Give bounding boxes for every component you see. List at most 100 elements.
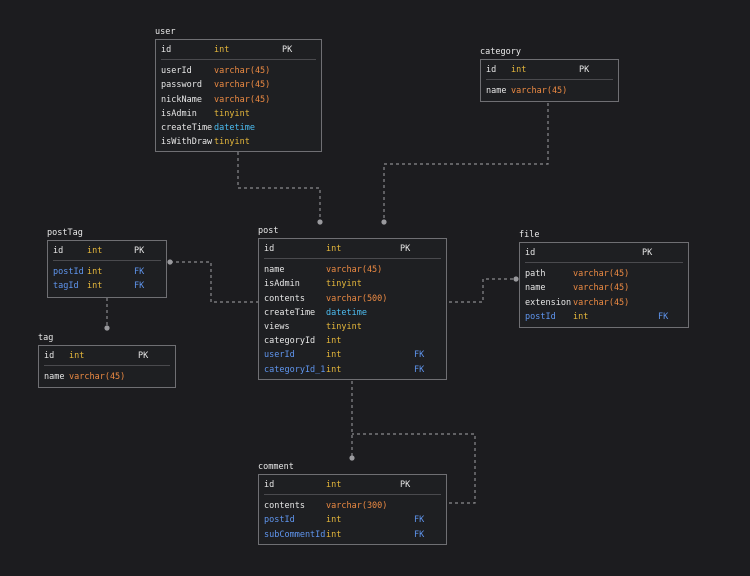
column-row[interactable]: path varchar(45)	[520, 267, 688, 281]
column-row[interactable]: name varchar(45)	[481, 84, 618, 98]
primary-key-divider	[53, 260, 161, 262]
primary-key-divider	[264, 494, 441, 496]
primary-key-badge: PK	[400, 244, 411, 254]
column-type: int	[87, 246, 103, 256]
table-title: comment	[258, 462, 294, 472]
column-name: extension	[525, 297, 572, 308]
foreign-key-badge: FK	[414, 515, 425, 526]
primary-key-divider	[44, 365, 170, 367]
primary-key-badge: PK	[642, 248, 653, 258]
column-name: categoryId_1	[264, 364, 326, 375]
column-type: int	[326, 480, 342, 490]
relationship-user-post	[237, 152, 321, 222]
column-name: postId	[53, 267, 84, 278]
relationship-posttag-post	[170, 261, 258, 303]
column-name: contents	[264, 293, 305, 304]
primary-key-badge: PK	[282, 45, 293, 55]
relationship-file-post	[449, 278, 516, 303]
primary-key-divider	[486, 79, 613, 81]
column-name: name	[44, 372, 65, 383]
column-name: categoryId	[264, 336, 316, 347]
primary-key-row[interactable]: id int PK	[156, 43, 321, 57]
column-type: int	[326, 529, 342, 540]
relationship-endpoint-dot	[104, 325, 110, 331]
relationship-category-post	[383, 103, 549, 222]
column-name: id	[161, 45, 172, 55]
foreign-key-badge: FK	[134, 281, 145, 292]
column-name: postId	[264, 515, 295, 526]
table-title: tag	[38, 333, 54, 343]
column-type: datetime	[214, 122, 255, 133]
foreign-key-badge: FK	[134, 267, 145, 278]
column-name: path	[525, 269, 546, 280]
column-name: id	[53, 246, 64, 256]
column-name: views	[264, 321, 290, 332]
column-name: name	[264, 265, 285, 276]
column-type: int	[326, 350, 342, 361]
column-type: int	[87, 267, 103, 278]
column-type: varchar(45)	[511, 86, 568, 97]
primary-key-divider	[161, 59, 316, 61]
column-type: int	[87, 281, 103, 292]
column-name: userId	[161, 66, 192, 77]
column-type: int	[214, 45, 230, 55]
column-type: varchar(500)	[326, 293, 388, 304]
column-name: id	[264, 244, 275, 254]
column-name: subCommentId	[264, 529, 326, 540]
column-name: name	[486, 86, 507, 97]
relationship-endpoint-dot	[513, 276, 519, 282]
relationship-endpoint-dot	[381, 219, 387, 225]
column-name: isAdmin	[264, 279, 300, 290]
column-type: int	[573, 311, 589, 322]
column-type: tinyint	[326, 279, 362, 290]
column-name: createTime	[161, 122, 213, 133]
column-row[interactable]: isAdmin tinyint	[259, 277, 446, 291]
column-type: varchar(45)	[69, 372, 126, 383]
column-row[interactable]: name varchar(45)	[39, 370, 175, 384]
column-type: varchar(45)	[573, 297, 630, 308]
column-type: varchar(45)	[573, 269, 630, 280]
column-row[interactable]: contents varchar(500)	[259, 292, 446, 306]
primary-key-divider	[525, 262, 683, 264]
table-title: category	[480, 47, 521, 57]
foreign-key-badge: FK	[414, 350, 425, 361]
